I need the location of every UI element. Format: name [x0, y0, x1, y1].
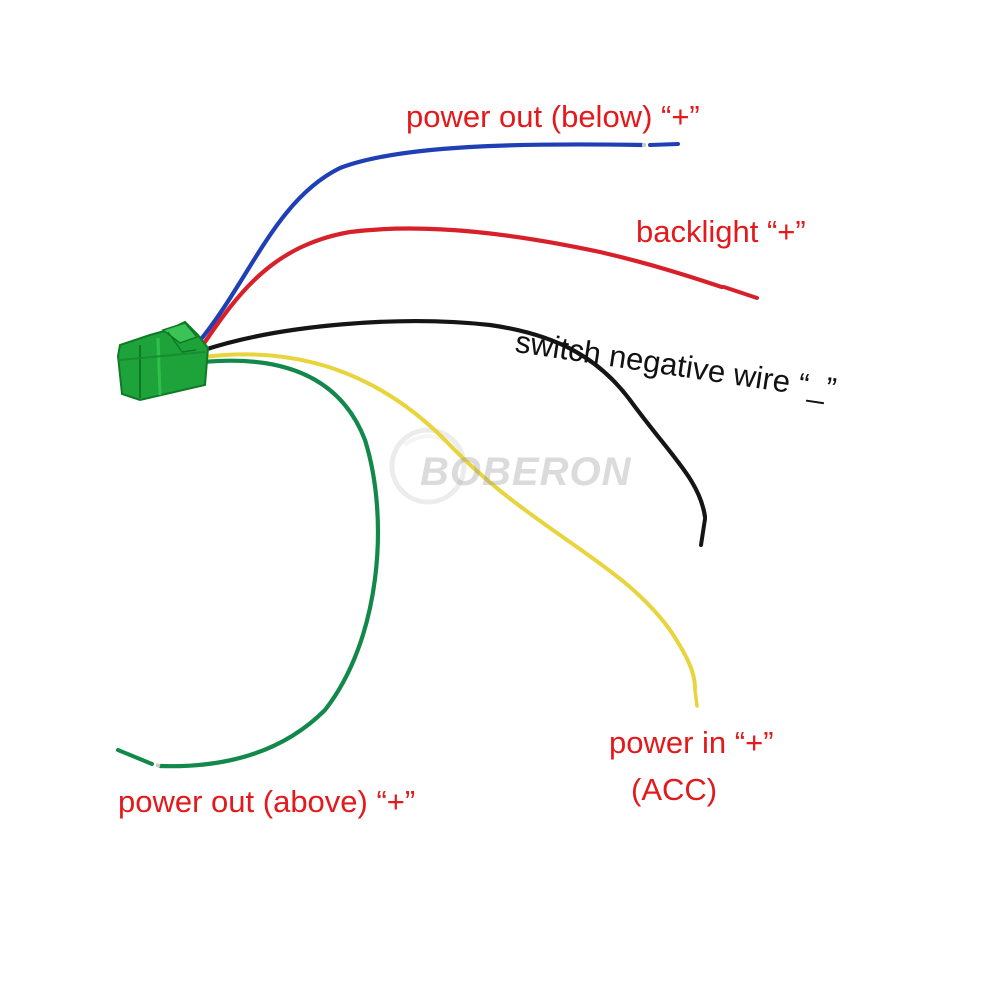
yellow-wire-tip	[693, 688, 699, 708]
blue-wire	[195, 142, 645, 346]
connector-icon	[116, 320, 210, 402]
red-wire	[200, 226, 725, 348]
label-yellow-wire: power in “+”	[609, 725, 774, 760]
black-wire-tip	[699, 517, 707, 547]
red-wire-tip	[722, 285, 759, 300]
green-wire	[157, 358, 381, 769]
label-blue-wire: power out (below) “+”	[406, 99, 700, 134]
black-wire	[201, 319, 708, 520]
label-green-wire: power out (above) “+”	[118, 784, 416, 819]
green-wire-tip	[116, 748, 154, 766]
blue-wire-tip	[648, 142, 680, 147]
watermark-label: BOBERON	[420, 450, 632, 494]
label-red-wire: backlight “+”	[636, 214, 806, 249]
yellow-wire	[202, 352, 697, 690]
watermark-text: BOBERON	[388, 422, 638, 522]
green-wire-stripped-end	[155, 763, 161, 768]
label-yellow-wire-sub: (ACC)	[631, 772, 718, 807]
